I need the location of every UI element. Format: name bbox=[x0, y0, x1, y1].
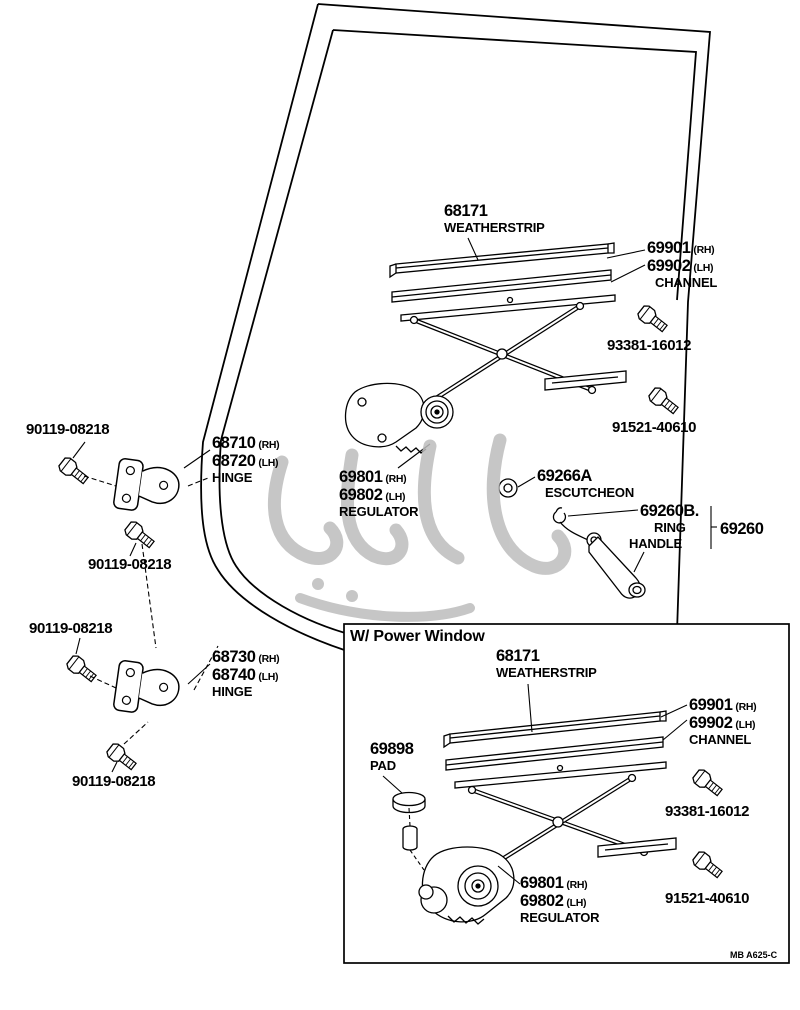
inset-title: W/ Power Window bbox=[350, 628, 485, 645]
part-name: REGULATOR bbox=[339, 503, 419, 519]
part-number: 69898 bbox=[370, 740, 414, 758]
part-number: 69902 bbox=[689, 713, 733, 732]
part-number: 68720 bbox=[212, 451, 256, 470]
part-number: 69266A bbox=[537, 467, 592, 485]
part-number: 69260B. bbox=[640, 502, 699, 520]
part-number: 69260 bbox=[720, 520, 764, 538]
part-number: 69801 bbox=[339, 468, 383, 486]
leader-lines bbox=[72, 237, 717, 773]
side-marker: (RH) bbox=[258, 653, 280, 665]
part-number: 69901 bbox=[689, 696, 733, 714]
label-bolt-90119-2: 90119-08218 bbox=[88, 556, 172, 573]
hinge-upper-drawing bbox=[112, 457, 183, 517]
handle-drawing bbox=[586, 532, 646, 599]
part-name: REGULATOR bbox=[520, 909, 600, 925]
inset-leader-lines bbox=[382, 683, 688, 885]
part-number: 91521-40610 bbox=[612, 419, 697, 436]
bolt-icon bbox=[64, 653, 100, 686]
part-number: 90119-08218 bbox=[88, 556, 172, 573]
part-number: 90119-08218 bbox=[29, 620, 113, 637]
watermark bbox=[267, 433, 572, 622]
part-number: 90119-08218 bbox=[72, 773, 156, 790]
part-name: CHANNEL bbox=[689, 731, 752, 747]
regulator-inset-drawing bbox=[392, 710, 677, 925]
escutcheon-drawing bbox=[498, 478, 518, 498]
plate-code-text: MB A625-C bbox=[730, 950, 778, 960]
part-number: 68730 bbox=[212, 648, 256, 666]
inset-title-text: W/ Power Window bbox=[350, 628, 485, 645]
part-number: 69802 bbox=[520, 891, 564, 910]
bolt-icon bbox=[56, 455, 92, 488]
door-outline bbox=[200, 3, 711, 656]
part-number: 69902 bbox=[647, 256, 691, 275]
label-regulator-main: 69801(RH) 69802(LH) REGULATOR bbox=[339, 468, 419, 519]
part-number: 93381-16012 bbox=[607, 337, 692, 354]
part-name: ESCUTCHEON bbox=[545, 484, 635, 500]
label-channel-main: 69901(RH) 69902(LH) CHANNEL bbox=[647, 239, 718, 290]
side-marker: (RH) bbox=[566, 879, 588, 891]
part-number: 91521-40610 bbox=[665, 890, 750, 907]
label-bolt-90119-1: 90119-08218 bbox=[26, 421, 110, 438]
part-name: HINGE bbox=[212, 469, 253, 485]
label-bolt-90119-3: 90119-08218 bbox=[29, 620, 113, 637]
label-hinge-lower: 68730(RH) 68740(LH) HINGE bbox=[212, 648, 280, 699]
part-name: HINGE bbox=[212, 683, 253, 699]
handle-parts-drawing bbox=[498, 478, 646, 599]
label-bolt-90119-4: 90119-08218 bbox=[72, 773, 156, 790]
part-number: 68710 bbox=[212, 434, 256, 452]
part-name: WEATHERSTRIP bbox=[496, 664, 597, 680]
side-marker: (LH) bbox=[258, 456, 279, 469]
part-number: 69901 bbox=[647, 239, 691, 257]
ring-drawing bbox=[552, 511, 567, 524]
label-screw-93381-inset: 93381-16012 bbox=[665, 803, 750, 820]
side-marker: (RH) bbox=[385, 473, 407, 485]
part-name: RING bbox=[654, 519, 686, 535]
label-screw-93381-main: 93381-16012 bbox=[607, 337, 692, 354]
label-ring: 69260B. RING bbox=[640, 502, 699, 535]
label-handle-number: 69260 bbox=[720, 520, 764, 539]
part-number: 69802 bbox=[339, 485, 383, 504]
part-name: CHANNEL bbox=[655, 274, 718, 290]
part-number: 68171 bbox=[496, 647, 540, 665]
label-regulator-inset: 69801(RH) 69802(LH) REGULATOR bbox=[520, 874, 600, 925]
label-pad: 69898 PAD bbox=[370, 740, 414, 773]
regulator-main-drawing bbox=[344, 242, 627, 454]
part-name: PAD bbox=[370, 757, 396, 773]
part-number: 90119-08218 bbox=[26, 421, 110, 438]
part-number: 69801 bbox=[520, 874, 564, 892]
label-channel-inset: 69901(RH) 69902(LH) CHANNEL bbox=[689, 696, 757, 747]
bolt-icon bbox=[646, 385, 682, 418]
label-escutcheon: 69266A ESCUTCHEON bbox=[537, 467, 635, 500]
bolt-icon bbox=[635, 303, 671, 336]
side-marker: (LH) bbox=[566, 896, 587, 909]
side-marker: (LH) bbox=[693, 261, 714, 274]
side-marker: (RH) bbox=[693, 244, 715, 256]
plate-code: MB A625-C bbox=[730, 950, 778, 961]
side-marker: (LH) bbox=[385, 490, 406, 503]
part-number: 68740 bbox=[212, 665, 256, 684]
part-name: WEATHERSTRIP bbox=[444, 219, 545, 235]
label-handle-name: HANDLE bbox=[629, 536, 682, 551]
bolt-icon bbox=[104, 741, 140, 774]
side-marker: (LH) bbox=[258, 670, 279, 683]
label-weatherstrip-main: 68171 WEATHERSTRIP bbox=[444, 202, 545, 235]
label-bolt-91521-inset: 91521-40610 bbox=[665, 890, 750, 907]
label-hinge-upper: 68710(RH) 68720(LH) HINGE bbox=[212, 434, 280, 485]
side-marker: (RH) bbox=[735, 701, 757, 713]
label-bolt-91521-main: 91521-40610 bbox=[612, 419, 697, 436]
bolt-icon bbox=[122, 519, 158, 552]
part-number: 68171 bbox=[444, 202, 488, 220]
part-name: HANDLE bbox=[629, 536, 682, 551]
label-weatherstrip-inset: 68171 WEATHERSTRIP bbox=[496, 647, 597, 680]
part-number: 93381-16012 bbox=[665, 803, 750, 820]
hinge-lower-drawing bbox=[112, 659, 183, 719]
side-marker: (RH) bbox=[258, 439, 280, 451]
side-marker: (LH) bbox=[735, 718, 756, 731]
